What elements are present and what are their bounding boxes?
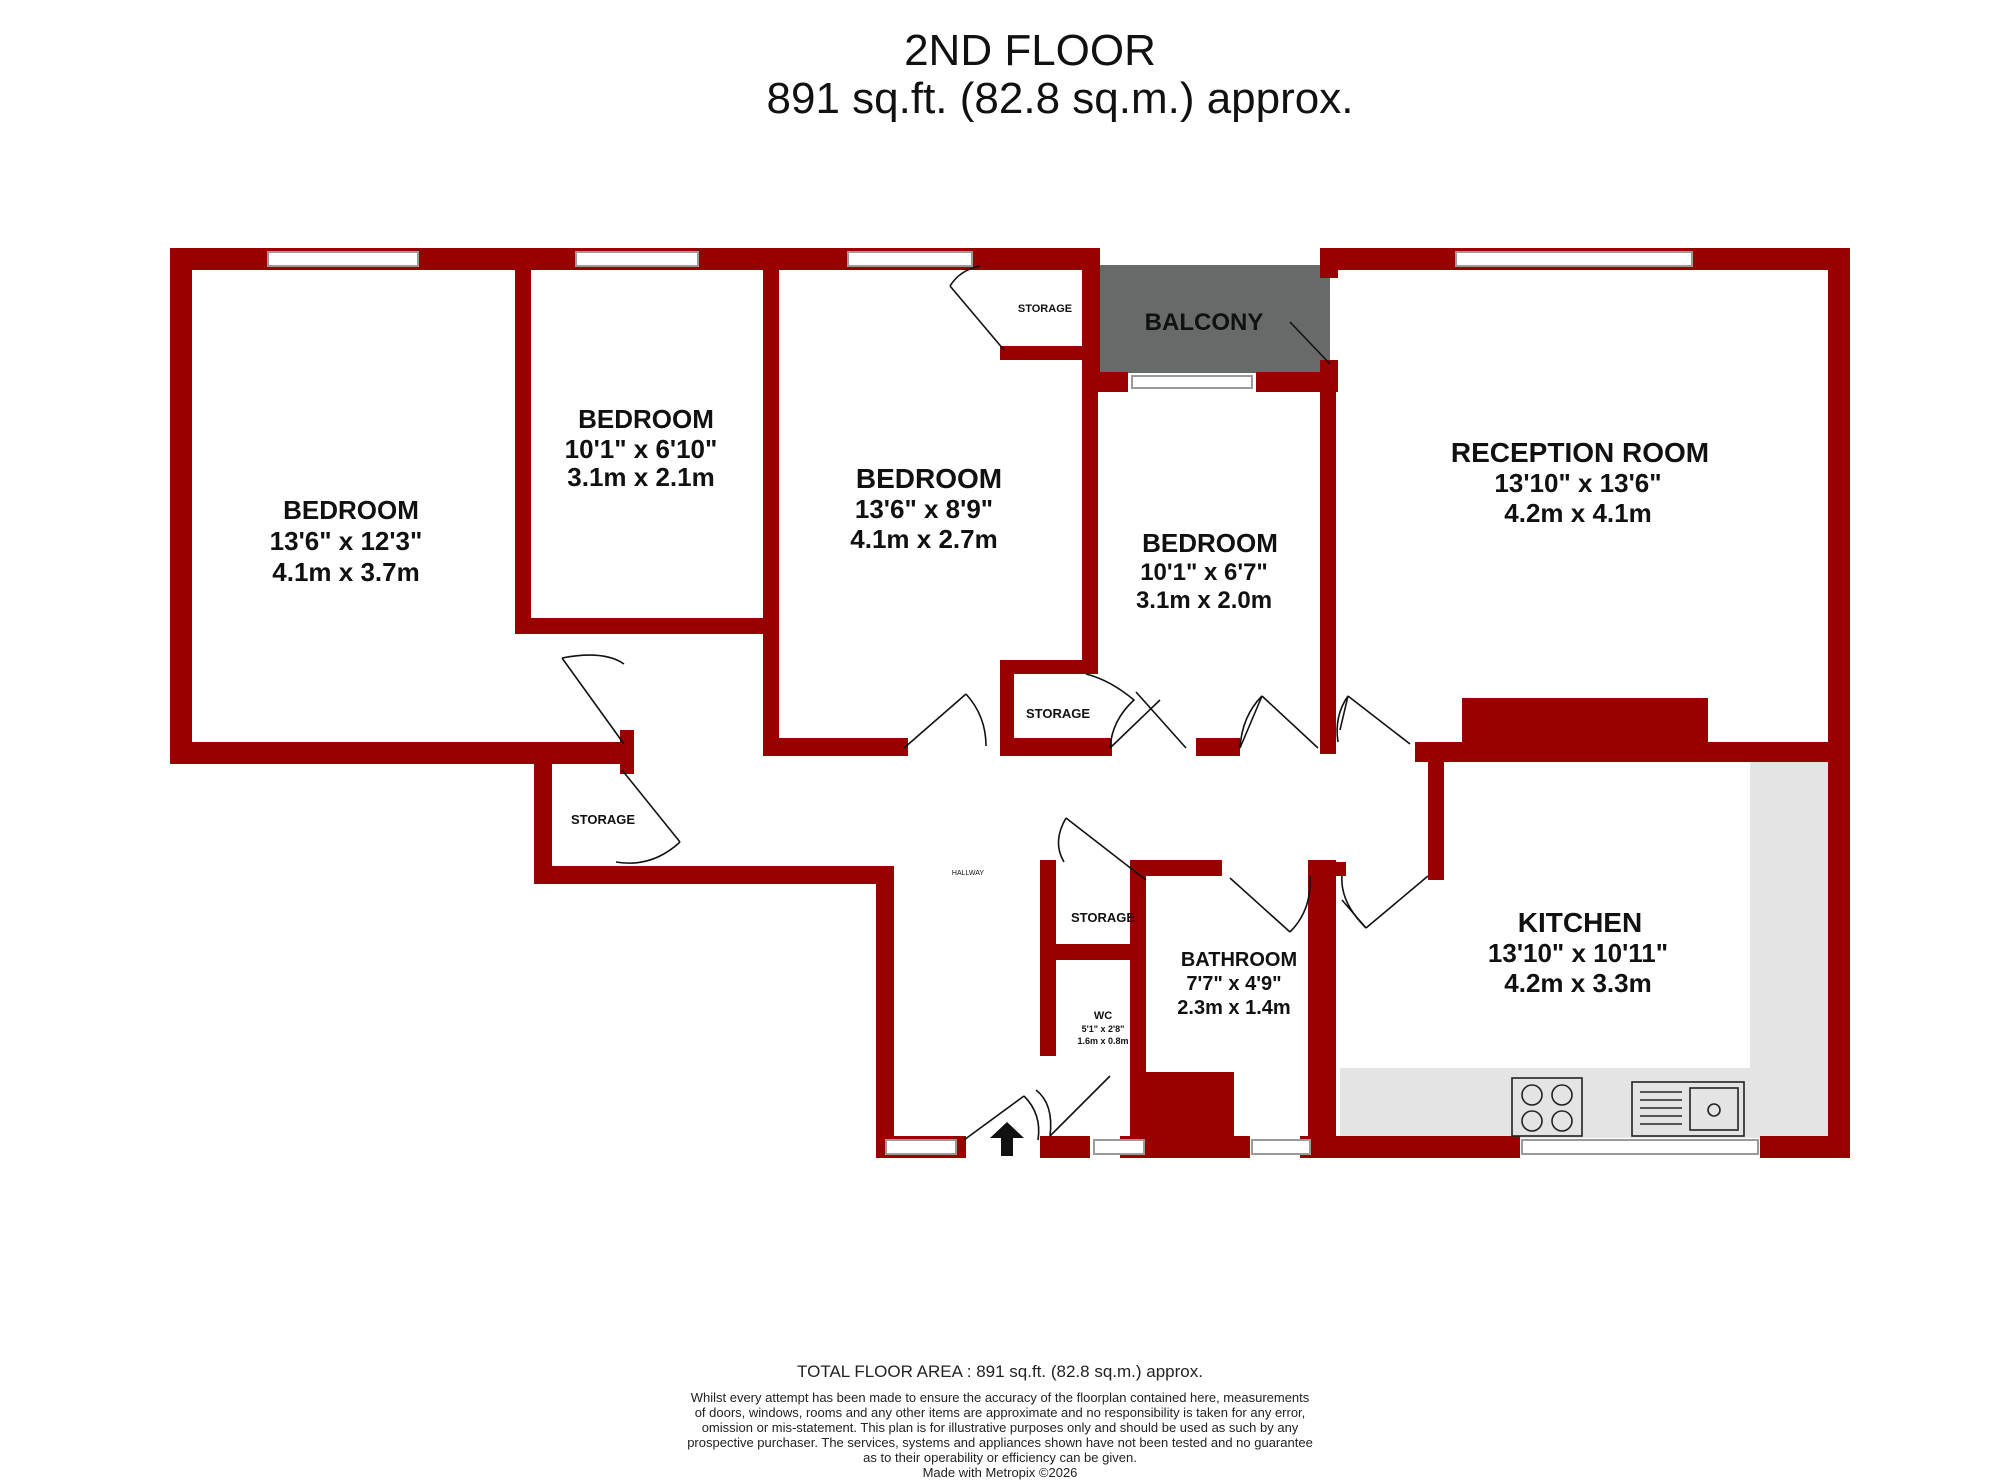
bedroom3-dim-imperial: 13'6" x 8'9" <box>855 494 993 524</box>
disclaimer-line: Whilst every attempt has been made to en… <box>690 1390 1310 1405</box>
made-with-metropix: Made with Metropix ©2026 <box>922 1465 1078 1480</box>
bedroom4-dim-imperial: 10'1" x 6'7" <box>1140 559 1268 586</box>
kitchen-name: KITCHEN <box>1518 907 1642 938</box>
balcony-name: BALCONY <box>1145 309 1264 336</box>
hallway-name: HALLWAY <box>952 870 984 877</box>
bedroom4-name: BEDROOM <box>1142 528 1278 558</box>
bathroom-name: BATHROOM <box>1181 949 1297 971</box>
disclaimer-line: of doors, windows, rooms and any other i… <box>694 1405 1306 1420</box>
bedroom2-dim-imperial: 10'1" x 6'10" <box>565 434 718 464</box>
doors <box>561 265 1429 1141</box>
windows <box>267 251 1759 1155</box>
walls <box>170 248 1850 1158</box>
kitchen-dim-imperial: 13'10" x 10'11" <box>1488 938 1668 968</box>
room-labels: BEDROOM 13'6" x 12'3" 4.1m x 3.7m BEDROO… <box>270 303 1709 1046</box>
wc-name: WC <box>1094 1010 1112 1022</box>
floor-area: 891 sq.ft. (82.8 sq.m.) approx. <box>766 74 1354 123</box>
kitchen-counter-bottom <box>1340 1068 1828 1138</box>
entrance-arrow-icon <box>990 1122 1024 1156</box>
bedroom1-dim-imperial: 13'6" x 12'3" <box>270 526 423 556</box>
disclaimer: Whilst every attempt has been made to en… <box>0 1390 2000 1480</box>
floor-title: 2ND FLOOR <box>904 26 1156 75</box>
storage-left-label: STORAGE <box>571 812 635 827</box>
hob-icon <box>1511 1077 1583 1137</box>
disclaimer-line: omission or mis-statement. This plan is … <box>701 1420 1299 1435</box>
kitchen-dim-metric: 4.2m x 3.3m <box>1504 968 1651 998</box>
bedroom1-name: BEDROOM <box>283 495 419 525</box>
bedroom4-dim-metric: 3.1m x 2.0m <box>1136 587 1272 614</box>
reception-dim-imperial: 13'10" x 13'6" <box>1494 468 1661 498</box>
disclaimer-line: as to their operability or efficiency ca… <box>863 1450 1137 1465</box>
bathroom-dim-metric: 2.3m x 1.4m <box>1177 997 1290 1019</box>
bedroom2-dim-metric: 3.1m x 2.1m <box>567 462 714 492</box>
bedroom3-name: BEDROOM <box>856 463 1002 494</box>
disclaimer-line: prospective purchaser. The services, sys… <box>687 1435 1313 1450</box>
balcony-fill <box>1098 265 1330 373</box>
storage-lower-label: STORAGE <box>1071 910 1135 925</box>
reception-name: RECEPTION ROOM <box>1451 437 1709 468</box>
storage-mid-label: STORAGE <box>1026 706 1090 721</box>
total-floor-area: TOTAL FLOOR AREA : 891 sq.ft. (82.8 sq.m… <box>797 1362 1203 1381</box>
wc-dim-imperial: 5'1" x 2'8" <box>1082 1024 1125 1034</box>
wc-dim-metric: 1.6m x 0.8m <box>1077 1036 1128 1046</box>
bedroom3-dim-metric: 4.1m x 2.7m <box>850 524 997 554</box>
bathroom-dim-imperial: 7'7" x 4'9" <box>1186 973 1281 995</box>
bedroom1-dim-metric: 4.1m x 3.7m <box>272 557 419 587</box>
reception-dim-metric: 4.2m x 4.1m <box>1504 498 1651 528</box>
storage-top-label: STORAGE <box>1018 303 1072 315</box>
sink-icon <box>1631 1081 1745 1137</box>
bedroom2-name: BEDROOM <box>578 404 714 434</box>
